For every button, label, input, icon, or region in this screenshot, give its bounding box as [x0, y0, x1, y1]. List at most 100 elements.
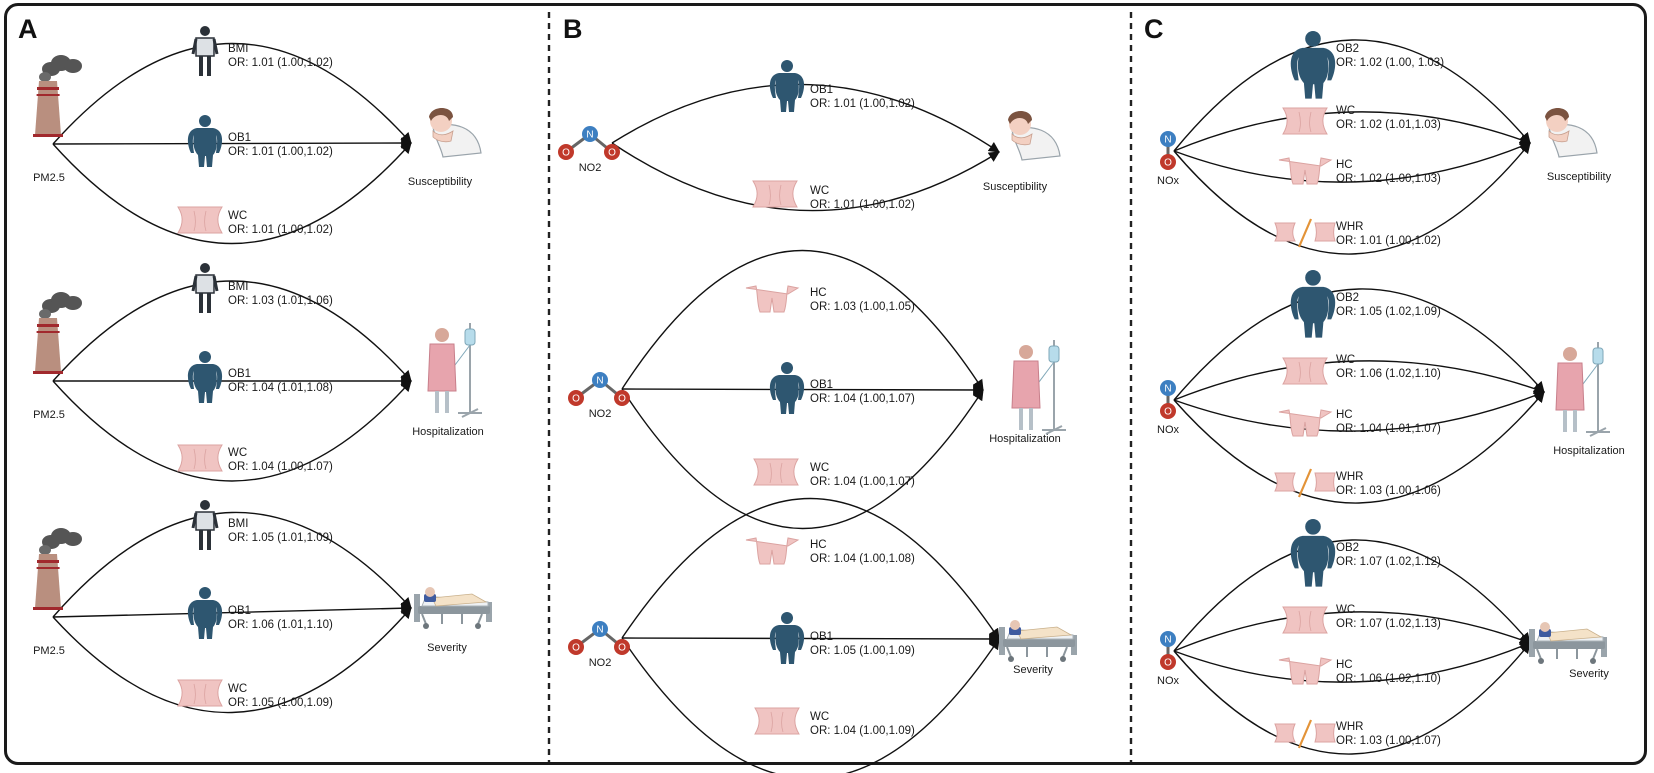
odds-ratio: OR: 1.05 (1.02,1.09) — [1336, 306, 1441, 318]
factory-icon — [33, 292, 82, 374]
svg-text:O: O — [1164, 407, 1172, 418]
mediator-name: OB2 — [1336, 542, 1359, 554]
mediator-name: OB1 — [810, 631, 833, 643]
odds-ratio: OR: 1.03 (1.01,1.06) — [228, 295, 333, 307]
outcome-label: Severity — [1013, 664, 1053, 676]
waist-icon — [752, 180, 798, 208]
waist-icon — [177, 679, 223, 707]
hospital-patient-icon — [1011, 340, 1066, 435]
arrow-ob1 — [621, 633, 1001, 645]
mediator-name: OB1 — [810, 379, 833, 391]
mediator-name: BMI — [228, 43, 248, 55]
waist-icon — [1282, 357, 1328, 385]
outcome-label: Susceptibility — [408, 176, 473, 188]
mediator-name: WC — [1336, 354, 1355, 366]
svg-text:O: O — [572, 643, 580, 654]
odds-ratio: OR: 1.04 (1.00,1.09) — [810, 725, 915, 737]
odds-ratio: OR: 1.01 (1.00,1.02) — [810, 98, 915, 110]
mediator-name: OB2 — [1336, 43, 1359, 55]
svg-text:O: O — [618, 394, 626, 405]
severe-obese-silhouette-icon — [1290, 31, 1336, 99]
arrow-wc — [621, 637, 1000, 773]
exposure-label: NOx — [1157, 424, 1180, 436]
odds-ratio: OR: 1.02 (1.00,1.03) — [1336, 173, 1441, 185]
panel-label: B — [563, 14, 583, 44]
mediator-name: WC — [810, 185, 829, 197]
arrow-ob2 — [1173, 539, 1531, 652]
factory-icon — [33, 528, 82, 610]
arrow-wc — [1173, 360, 1546, 401]
odds-ratio: OR: 1.01 (1.00,1.02) — [228, 224, 333, 236]
mediator-name: WC — [228, 210, 247, 222]
odds-ratio: OR: 1.04 (1.00,1.07) — [228, 461, 333, 473]
arrow-wc — [1173, 611, 1532, 652]
svg-text:N: N — [596, 376, 603, 387]
mediator-name: WHR — [1336, 471, 1363, 483]
odds-ratio: OR: 1.04 (1.00,1.07) — [810, 393, 915, 405]
waist-icon — [1282, 606, 1328, 634]
mediator-name: HC — [1336, 409, 1353, 421]
mediator-name: WC — [810, 462, 829, 474]
figure-frame — [4, 3, 1647, 765]
exposure-label: NO2 — [589, 657, 612, 669]
svg-text:N: N — [586, 130, 593, 141]
arrow-whr — [1173, 391, 1545, 504]
mediator-name: HC — [1336, 659, 1353, 671]
mediator-name: WC — [1336, 604, 1355, 616]
mediator-name: OB1 — [228, 605, 251, 617]
mediator-name: BMI — [228, 518, 248, 530]
mediator-name: OB2 — [1336, 292, 1359, 304]
odds-ratio: OR: 1.06 (1.02,1.10) — [1336, 673, 1441, 685]
factory-icon — [33, 55, 82, 137]
hip-icon — [1278, 657, 1333, 685]
odds-ratio: OR: 1.02 (1.00, 1.03) — [1336, 57, 1444, 69]
waist-icon — [1282, 107, 1328, 135]
odds-ratio: OR: 1.01 (1.00,1.02) — [228, 146, 333, 158]
mediator-name: WC — [1336, 105, 1355, 117]
exposure-label: NOx — [1157, 175, 1180, 187]
hospital-patient-icon — [427, 323, 482, 418]
arrow-wc — [52, 380, 412, 482]
svg-text:N: N — [596, 625, 603, 636]
waist-icon — [177, 444, 223, 472]
odds-ratio: OR: 1.05 (1.01,1.09) — [228, 532, 333, 544]
odds-ratio: OR: 1.01 (1.00,1.02) — [1336, 235, 1441, 247]
outcome-label: Hospitalization — [1553, 445, 1625, 457]
odds-ratio: OR: 1.03 (1.00,1.07) — [1336, 735, 1441, 747]
arrow-bmi — [52, 42, 412, 145]
mediator-name: OB1 — [228, 132, 251, 144]
outcome-label: Hospitalization — [412, 426, 484, 438]
arrow-whr — [1173, 142, 1531, 255]
arrow-ob1 — [52, 602, 413, 618]
hip-icon — [1278, 157, 1333, 185]
arrow-ob2 — [1173, 39, 1531, 152]
odds-ratio: OR: 1.07 (1.02,1.12) — [1336, 556, 1441, 568]
svg-text:N: N — [1164, 635, 1171, 646]
exposure-label: NOx — [1157, 675, 1180, 687]
severe-obese-silhouette-icon — [1290, 270, 1336, 338]
arrow-bmi — [52, 280, 412, 382]
arrow-hc — [621, 249, 984, 391]
mediator-name: WC — [228, 447, 247, 459]
coughing-patient-icon — [1008, 111, 1061, 161]
arrow-hc — [1173, 141, 1532, 183]
outcome-label: Susceptibility — [983, 181, 1048, 193]
waist-hip-ratio-icon — [1274, 468, 1336, 498]
hip-icon — [745, 285, 800, 313]
odds-ratio: OR: 1.01 (1.00,1.02) — [228, 57, 333, 69]
obese-silhouette-icon — [769, 60, 805, 112]
svg-text:O: O — [1164, 658, 1172, 669]
odds-ratio: OR: 1.06 (1.01,1.10) — [228, 619, 333, 631]
obese-silhouette-icon — [187, 115, 223, 167]
hospital-bed-icon — [1529, 622, 1607, 664]
hip-icon — [745, 537, 800, 565]
arrow-hc — [1173, 390, 1546, 432]
arrow-bmi — [52, 511, 412, 618]
